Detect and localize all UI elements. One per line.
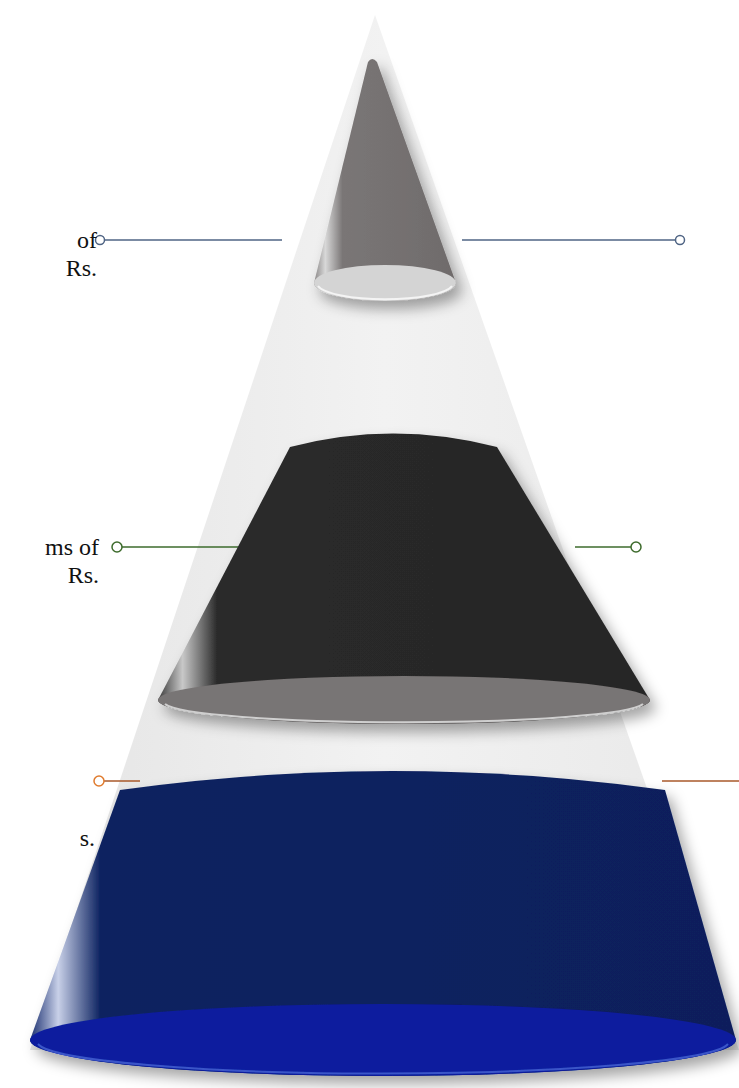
middle-frustum <box>158 434 650 725</box>
bottom-frustum <box>30 771 736 1076</box>
top-cone <box>314 59 456 301</box>
segment-label: ms of Rs. <box>35 533 99 589</box>
segment-label: s. <box>35 824 95 852</box>
segment-label: of Rs. <box>55 226 97 282</box>
leader-lines <box>94 236 739 787</box>
